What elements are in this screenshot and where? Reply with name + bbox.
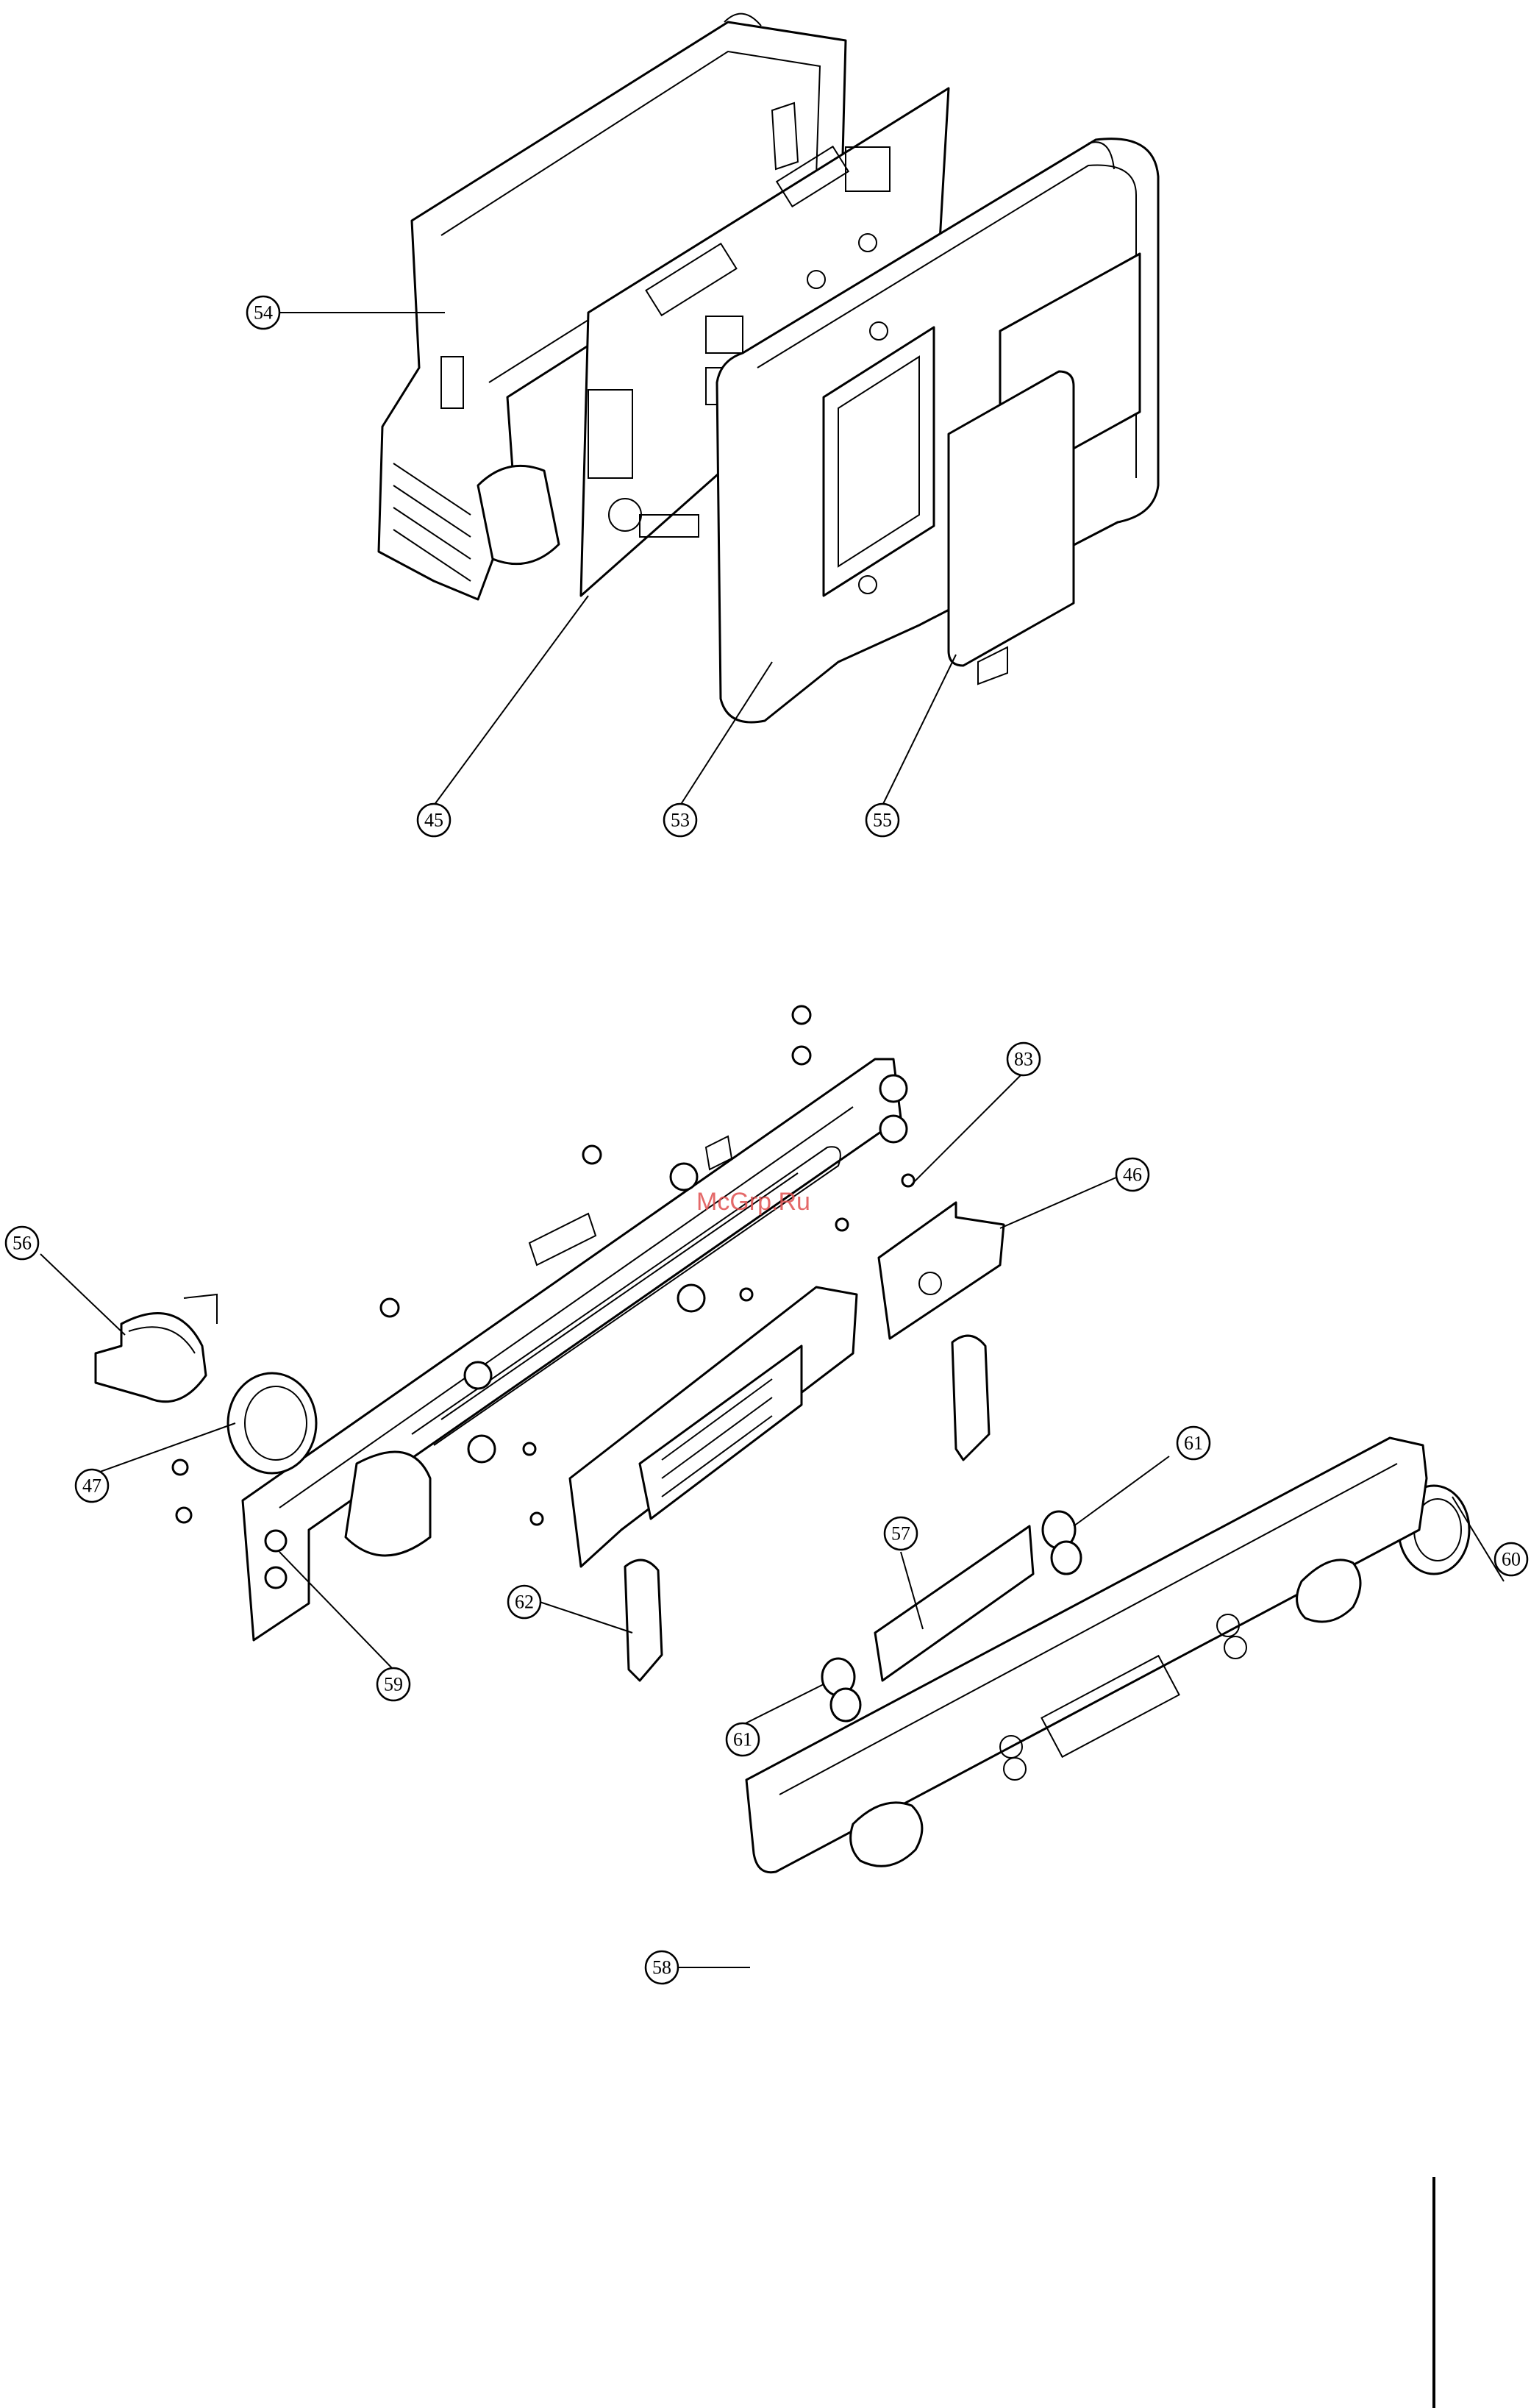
- svg-text:56: 56: [13, 1233, 32, 1254]
- svg-text:45: 45: [424, 810, 443, 831]
- callout-56: 56: [6, 1227, 38, 1259]
- svg-text:55: 55: [873, 810, 892, 831]
- callout-58: 58: [646, 1951, 678, 1984]
- button-part-61-lower: [822, 1659, 860, 1721]
- callout-45: 45: [418, 804, 450, 836]
- light-guide-upper: [952, 1336, 989, 1460]
- callout-59: 59: [377, 1668, 410, 1700]
- callout-83: 83: [1007, 1043, 1040, 1075]
- svg-text:46: 46: [1123, 1164, 1142, 1186]
- watermark-text: McGrp.Ru: [696, 1188, 810, 1216]
- svg-text:47: 47: [82, 1475, 101, 1497]
- svg-text:54: 54: [254, 302, 273, 324]
- callout-62: 62: [508, 1586, 540, 1618]
- button-part-61-upper: [1043, 1511, 1081, 1574]
- svg-text:57: 57: [891, 1523, 910, 1545]
- svg-text:62: 62: [515, 1592, 534, 1613]
- front-fascia-part-58: [746, 1438, 1427, 1873]
- svg-text:60: 60: [1502, 1549, 1521, 1570]
- ring-holder-part-56: [96, 1294, 217, 1402]
- svg-text:53: 53: [671, 810, 690, 831]
- callout-57: 57: [885, 1517, 917, 1550]
- callout-61-lower: 61: [727, 1723, 759, 1756]
- svg-text:61: 61: [733, 1729, 752, 1750]
- callout-46: 46: [1116, 1158, 1149, 1191]
- svg-text:61: 61: [1184, 1433, 1203, 1454]
- callout-55: 55: [866, 804, 899, 836]
- small-pcb-part-46: [879, 1203, 1004, 1339]
- light-guide-part-62: [625, 1560, 662, 1681]
- display-pcb: [570, 1287, 857, 1567]
- callout-54: 54: [247, 296, 279, 329]
- svg-text:83: 83: [1014, 1049, 1033, 1070]
- callout-60: 60: [1495, 1543, 1527, 1575]
- svg-text:59: 59: [384, 1674, 403, 1695]
- callout-61-upper: 61: [1177, 1427, 1210, 1459]
- callout-47: 47: [76, 1470, 108, 1502]
- svg-text:58: 58: [652, 1957, 671, 1978]
- callout-53: 53: [664, 804, 696, 836]
- knob-ring-part-47: [228, 1373, 316, 1473]
